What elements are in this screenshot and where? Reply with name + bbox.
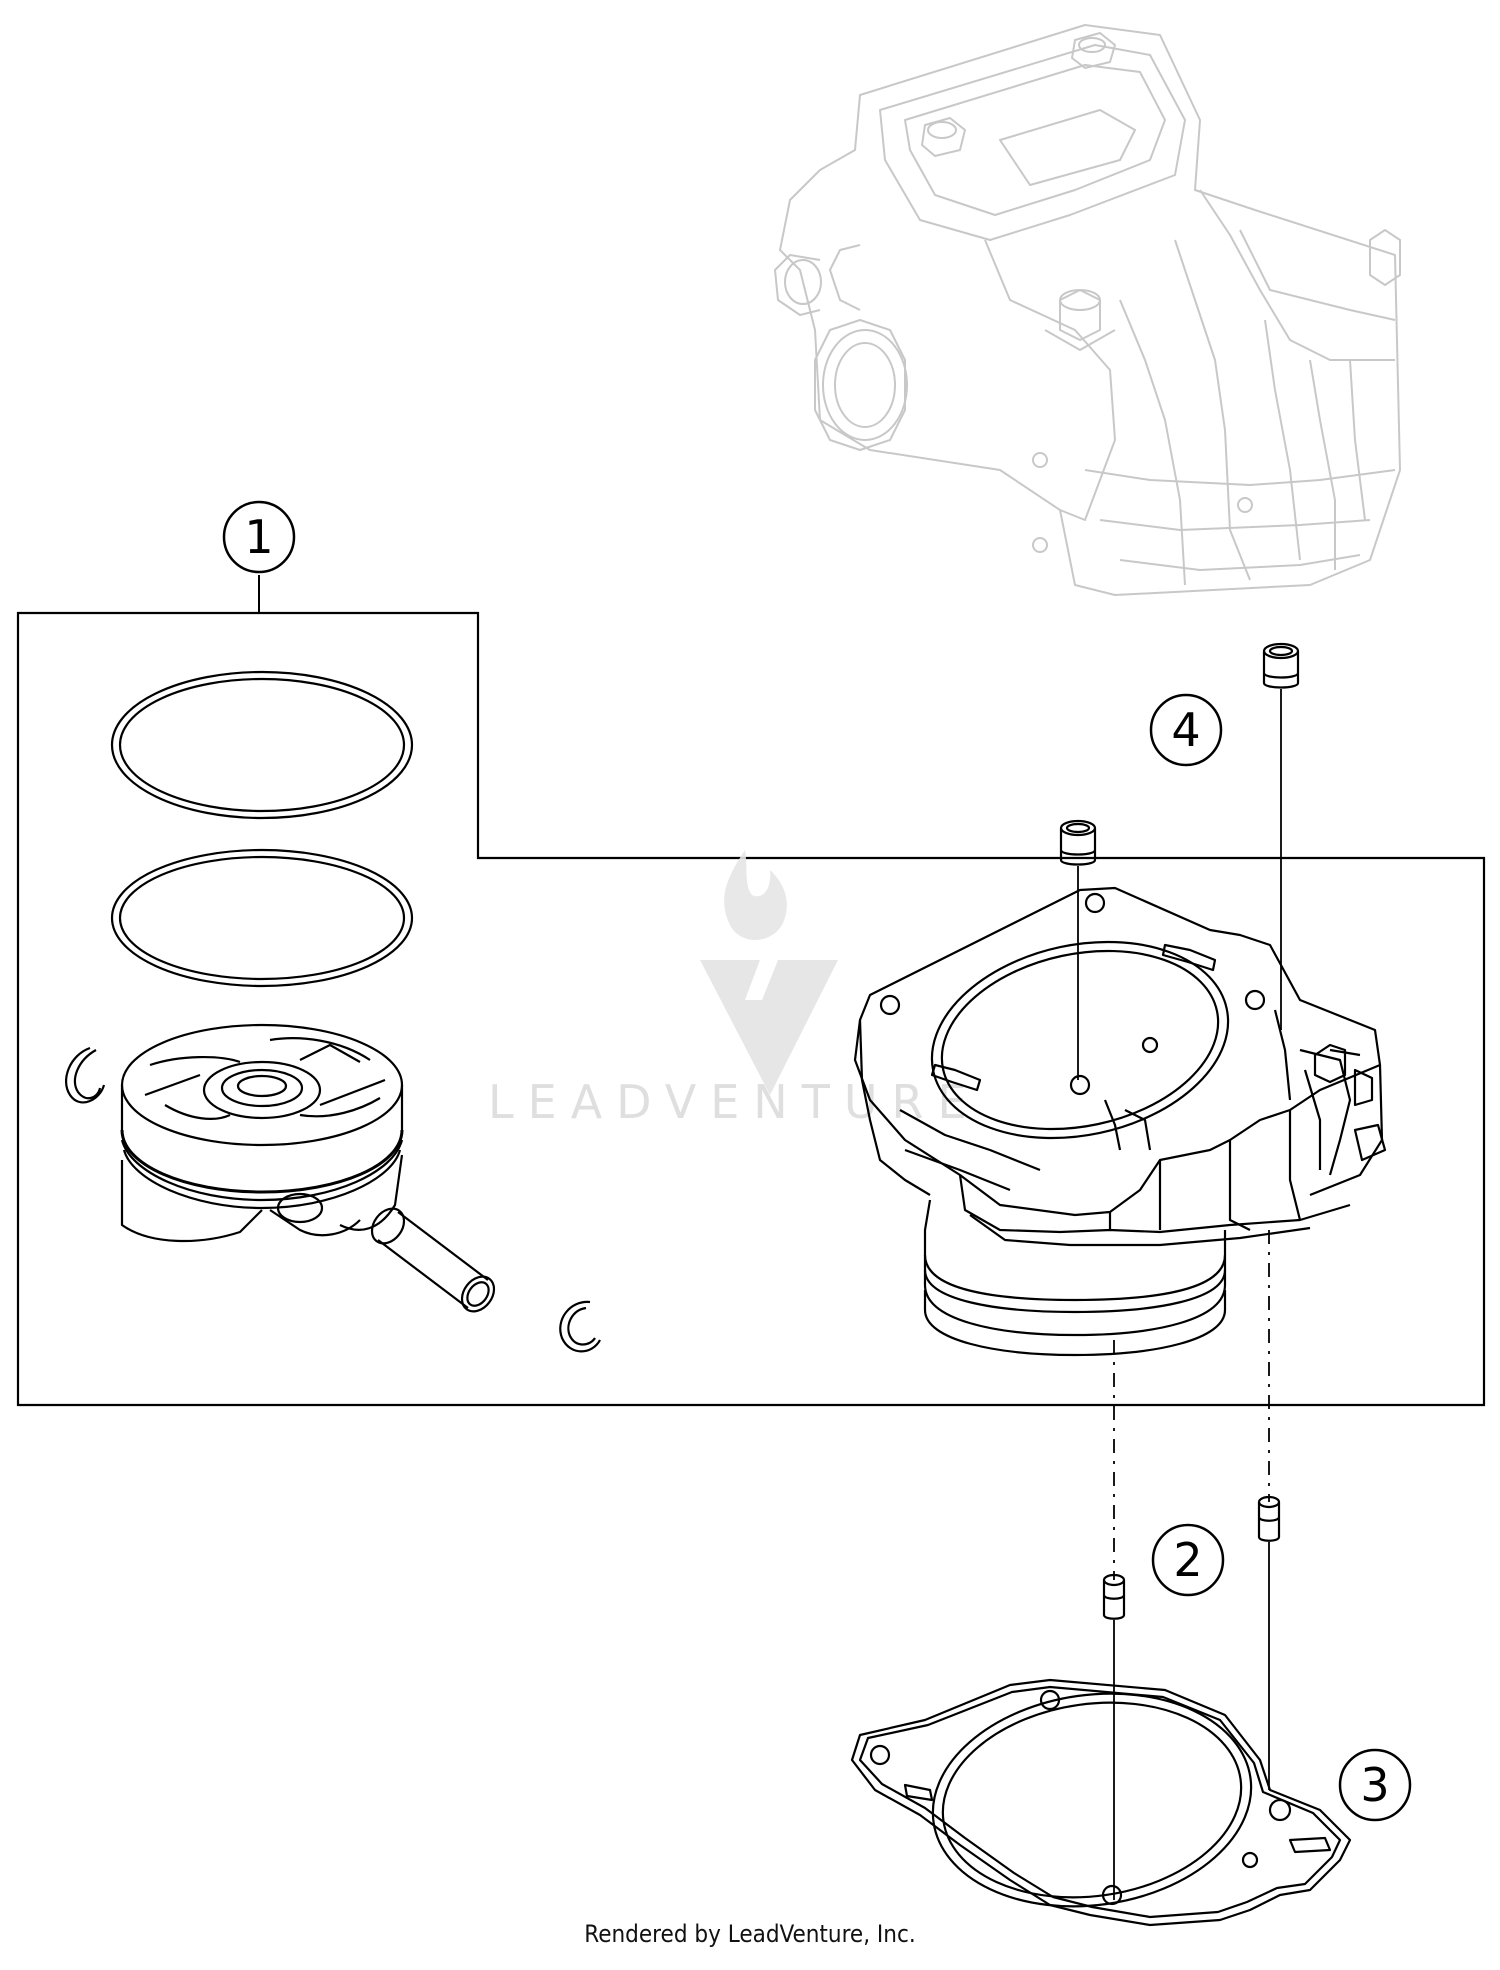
dowel-bottom-left xyxy=(1102,1573,1126,1620)
flame-logo xyxy=(724,850,787,940)
callout-circle xyxy=(1151,1523,1225,1597)
callout-1: 1 xyxy=(222,500,296,574)
dowel-top-left xyxy=(1059,819,1097,866)
piston-ring-second xyxy=(110,848,414,988)
base-gasket xyxy=(850,1678,1352,1927)
dowel-bottom-right xyxy=(1257,1495,1281,1542)
callout-circle xyxy=(1338,1748,1412,1822)
callout-3: 3 xyxy=(1338,1748,1412,1822)
callout-3-label: 3 xyxy=(1360,1758,1389,1812)
callout-4: 4 xyxy=(1149,693,1223,767)
alignment-lines xyxy=(1077,689,1282,1900)
watermark-text: LEADVENTURE xyxy=(488,1075,981,1129)
dowel-top-right xyxy=(1262,642,1300,689)
callout-4-label: 4 xyxy=(1171,703,1200,757)
callout-circle xyxy=(222,500,296,574)
callout-2: 2 xyxy=(1151,1523,1225,1597)
wrist-pin xyxy=(370,1207,496,1313)
callout-circle xyxy=(1149,693,1223,767)
piston-ring-top xyxy=(110,670,414,820)
circlip-right xyxy=(559,1300,601,1353)
cylinder-head-ghost xyxy=(774,24,1401,596)
render-credit: Rendered by LeadVenture, Inc. xyxy=(584,1920,916,1948)
cylinder xyxy=(853,886,1387,1357)
piston xyxy=(120,1023,404,1243)
circlip-left xyxy=(65,1046,106,1104)
callout-1-label: 1 xyxy=(244,510,273,564)
kit-box-outline xyxy=(16,611,1486,1407)
watermark: LEADVENTURE xyxy=(488,850,981,1129)
callout-2-label: 2 xyxy=(1173,1533,1202,1587)
v-logo xyxy=(700,960,838,1095)
